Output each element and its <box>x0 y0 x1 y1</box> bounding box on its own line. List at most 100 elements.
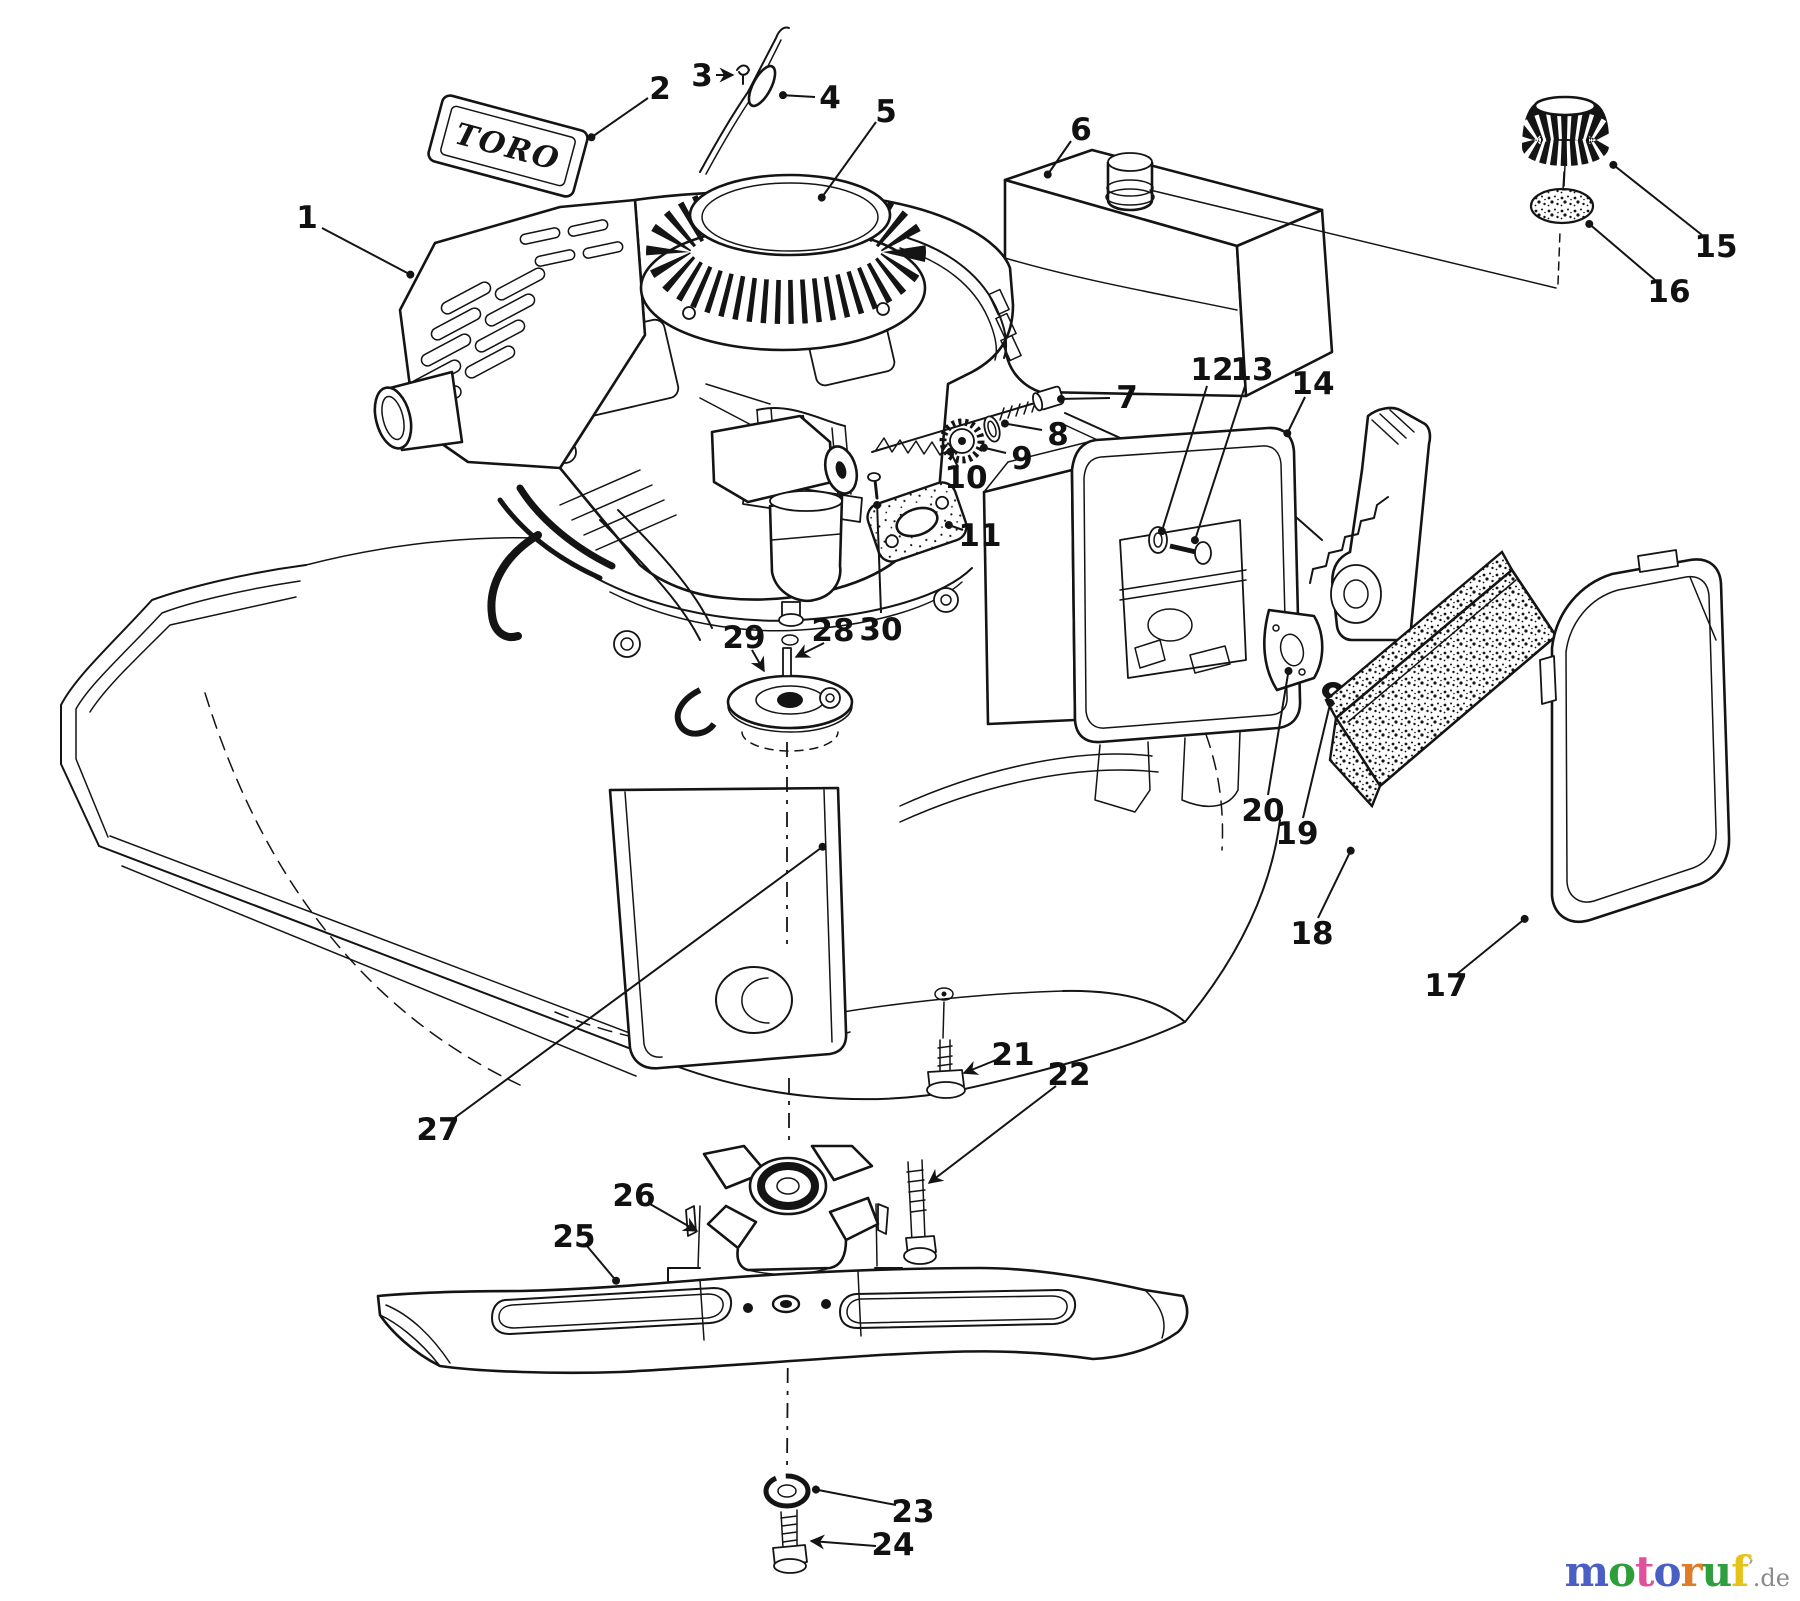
watermark-letter: o <box>1608 1547 1636 1596</box>
callout-14-number: 14 <box>1291 366 1334 402</box>
callout-15-number: 15 <box>1694 229 1737 265</box>
callout-7-leader <box>1056 394 1111 403</box>
callout-1-number: 1 <box>296 200 318 236</box>
callout-12-number: 12 <box>1190 352 1233 388</box>
callout-17-leader <box>1456 914 1529 975</box>
callout-14-leader <box>1283 396 1306 438</box>
callout-12-leader <box>1157 385 1208 536</box>
callout-30-number: 30 <box>859 612 902 648</box>
handle-bracket-column <box>608 786 848 1070</box>
callout-18-leader <box>1317 846 1355 919</box>
callout-27-leader <box>452 842 827 1120</box>
blade-driver-impeller <box>667 1144 903 1283</box>
mower-blade <box>376 1266 1189 1375</box>
callout-28-leader <box>794 642 825 658</box>
callout-1-leader <box>321 227 415 279</box>
callout-4-leader <box>778 91 816 100</box>
callout-27-number: 27 <box>416 1112 459 1148</box>
deck-bolt-21 <box>926 1039 966 1099</box>
callout-9-number: 9 <box>1011 441 1033 477</box>
callout-13-number: 13 <box>1230 352 1273 388</box>
callout-20-leader <box>1267 666 1293 796</box>
callout-6-number: 6 <box>1070 112 1092 148</box>
recoil-starter-dome <box>639 173 927 352</box>
callout-25-number: 25 <box>552 1219 595 1255</box>
gear-10 <box>939 418 985 464</box>
engine-assembly <box>373 26 1022 658</box>
watermark-letter: o <box>1653 1547 1681 1596</box>
callout-22-number: 22 <box>1047 1057 1090 1093</box>
callout-25-leader <box>586 1245 621 1285</box>
watermark-letter: t <box>1635 1547 1654 1596</box>
screw-30 <box>867 472 881 500</box>
callout-24-leader <box>809 1534 877 1550</box>
callout-24-number: 24 <box>871 1527 914 1563</box>
callout-28-number: 28 <box>811 613 854 649</box>
watermark-tick: ’ <box>1748 1556 1753 1575</box>
callout-16-leader <box>1585 219 1656 281</box>
starter-rope <box>699 26 790 175</box>
callout-16-number: 16 <box>1647 274 1690 310</box>
callout-26-number: 26 <box>612 1178 655 1214</box>
callout-11-leader <box>944 520 964 531</box>
cover-screw-and-washer <box>1148 526 1212 565</box>
callout-19-number: 19 <box>1275 816 1318 852</box>
woodruff-key-28 <box>782 647 792 677</box>
callout-2-leader <box>587 97 649 142</box>
rope-handle <box>747 64 777 108</box>
callout-17-number: 17 <box>1424 968 1467 1004</box>
callout-9-leader <box>979 443 1007 454</box>
fuel-cap <box>1513 95 1617 187</box>
muffler <box>373 370 464 452</box>
bolt-7 <box>1032 385 1065 412</box>
fuel-cap-gasket <box>1529 187 1595 225</box>
callout-10-number: 10 <box>944 460 987 496</box>
callout-7-number: 7 <box>1116 380 1138 416</box>
callout-26-leader <box>649 1203 699 1232</box>
callout-11-number: 11 <box>958 518 1001 554</box>
long-bolt-22 <box>903 1159 937 1265</box>
callout-8-leader <box>1000 419 1043 431</box>
throttle-shaft-assembly <box>871 385 1065 464</box>
callout-5-number: 5 <box>875 94 897 130</box>
watermark-suffix: .de <box>1752 1564 1790 1592</box>
callout-4-number: 4 <box>819 80 841 116</box>
motoruf-watermark: motoruf’.de <box>1565 1551 1790 1593</box>
callout-23-number: 23 <box>891 1494 934 1530</box>
watermark-letter: r <box>1680 1547 1702 1596</box>
callout-13-leader <box>1190 385 1246 545</box>
lock-washer-23 <box>763 1473 811 1509</box>
cap-assembly-centerline <box>1149 171 1565 289</box>
callout-21-leader <box>962 1059 997 1075</box>
watermark-brand: motoruf <box>1564 1547 1750 1596</box>
ignition-cables <box>487 484 713 641</box>
tank-filler-neck <box>1105 152 1155 212</box>
callout-8-number: 8 <box>1047 417 1069 453</box>
watermark-letter: f <box>1731 1547 1749 1596</box>
watermark-letter: u <box>1701 1547 1733 1596</box>
toro-badge: TORO <box>427 94 589 198</box>
carb-gasket <box>866 481 968 563</box>
filter-bracket-plate-20 <box>1263 608 1324 692</box>
watermark-letter: m <box>1564 1547 1609 1596</box>
washer-9 <box>983 415 1001 443</box>
callout-2-number: 2 <box>649 71 671 107</box>
callout-20-number: 20 <box>1241 793 1284 829</box>
blade-screw-24 <box>772 1509 808 1574</box>
carburetor-assembly <box>699 383 1065 646</box>
rope-clip <box>736 64 750 85</box>
crankshaft-pulley <box>674 647 854 752</box>
callout-15-leader <box>1609 160 1703 236</box>
callout-18-number: 18 <box>1290 916 1333 952</box>
air-cleaner-cover-17 <box>1539 549 1731 923</box>
callout-22-leader <box>927 1085 1057 1184</box>
callout-5-leader <box>817 121 877 202</box>
callout-6-leader <box>1043 140 1072 179</box>
rear-bracket-serrated <box>1309 406 1432 642</box>
callout-19-leader <box>1302 698 1335 819</box>
fuel-tank <box>1003 148 1334 398</box>
callout-21-number: 21 <box>991 1037 1034 1073</box>
